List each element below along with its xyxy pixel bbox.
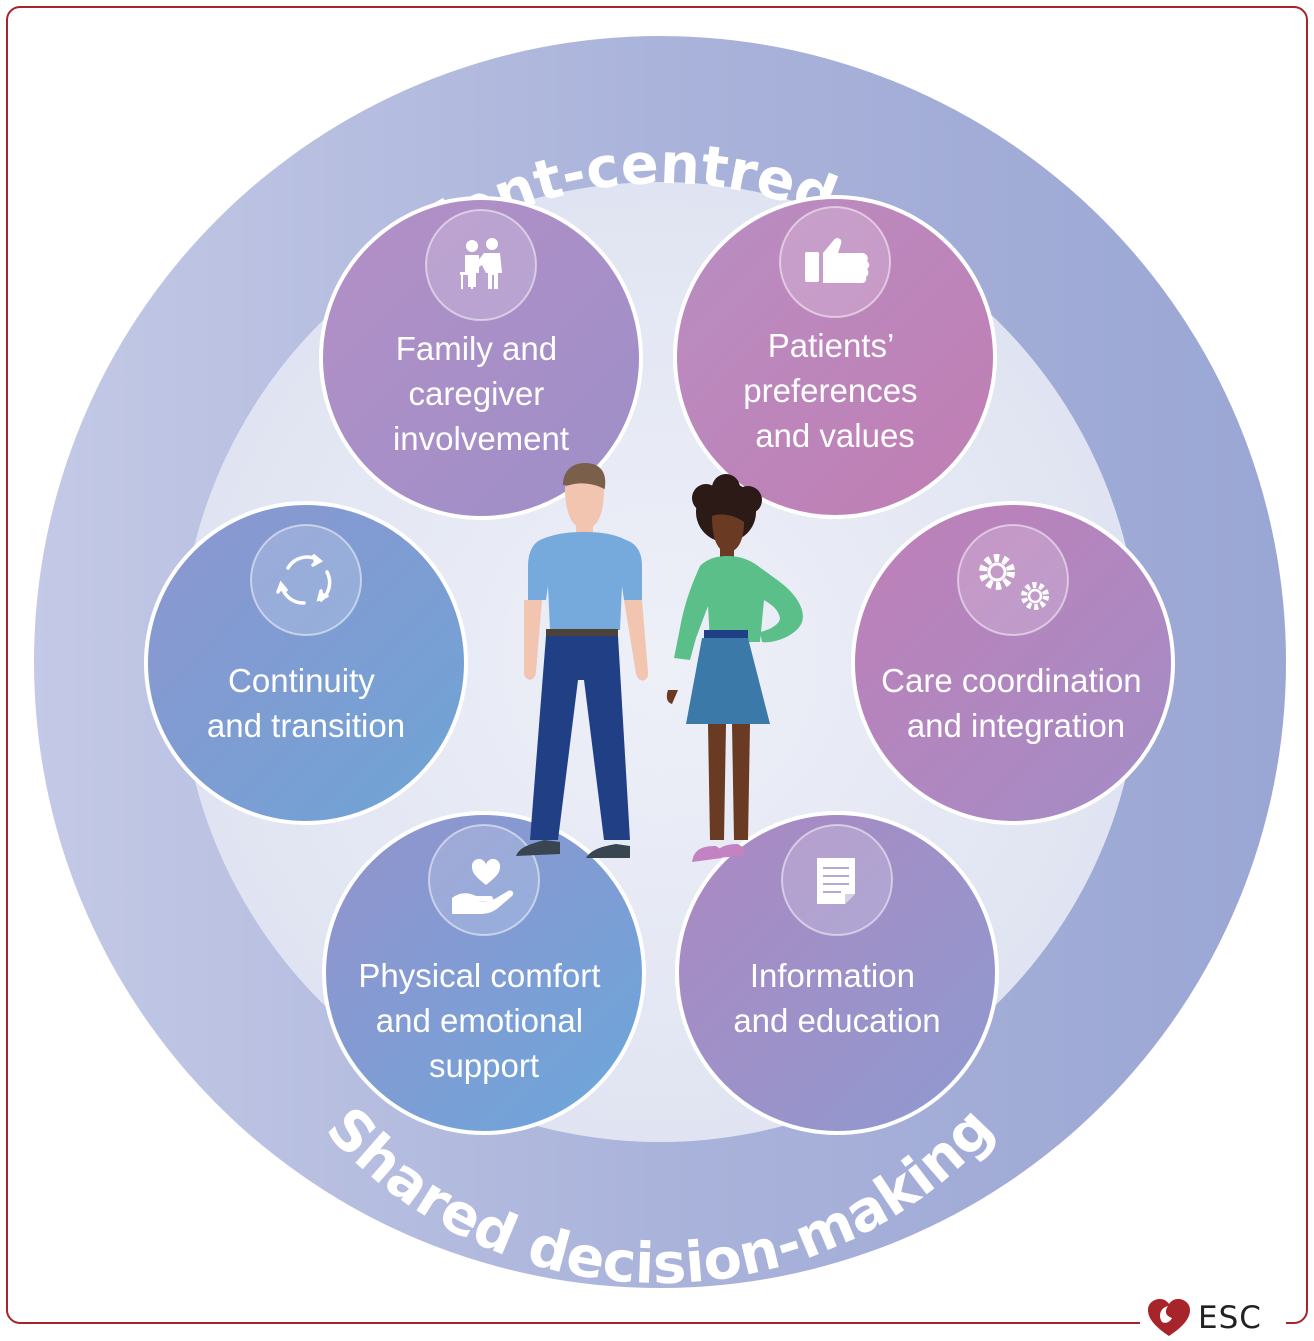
document-icon bbox=[817, 858, 855, 904]
circle-physical-comfort-label: Physical comfort and emotional support bbox=[358, 957, 609, 1084]
circle-care-coordination: Care coordination and integration bbox=[851, 501, 1175, 825]
circle-continuity-label: Continuity and transition bbox=[207, 662, 405, 744]
circle-information-education: Information and education bbox=[675, 811, 999, 1135]
esc-logo-text: ESC bbox=[1198, 1300, 1262, 1336]
caregiver-icon bbox=[460, 238, 502, 289]
man-figure bbox=[516, 463, 649, 858]
esc-heart-icon bbox=[1148, 1299, 1190, 1336]
circle-care-coordination-label: Care coordination and integration bbox=[881, 662, 1151, 744]
heart-hand-icon bbox=[452, 858, 514, 914]
figure-frame bbox=[6, 6, 1308, 1324]
refresh-cycle-icon bbox=[276, 554, 332, 605]
circle-information-education-label: Information and education bbox=[733, 957, 940, 1039]
esc-logo: ESC bbox=[1140, 1298, 1286, 1338]
thumbs-up-icon bbox=[805, 238, 870, 283]
woman-figure bbox=[666, 474, 803, 862]
circle-continuity: Continuity and transition bbox=[144, 501, 468, 825]
circle-family-caregiver-label: Family and caregiver involvement bbox=[393, 330, 569, 457]
circle-patient-preferences-label: Patients’ preferences and values bbox=[743, 327, 926, 454]
gears-icon bbox=[979, 554, 1049, 610]
circle-family-caregiver: Family and caregiver involvement bbox=[319, 196, 643, 520]
circle-patient-preferences: Patients’ preferences and values bbox=[673, 195, 997, 519]
circle-physical-comfort: Physical comfort and emotional support bbox=[322, 811, 646, 1135]
